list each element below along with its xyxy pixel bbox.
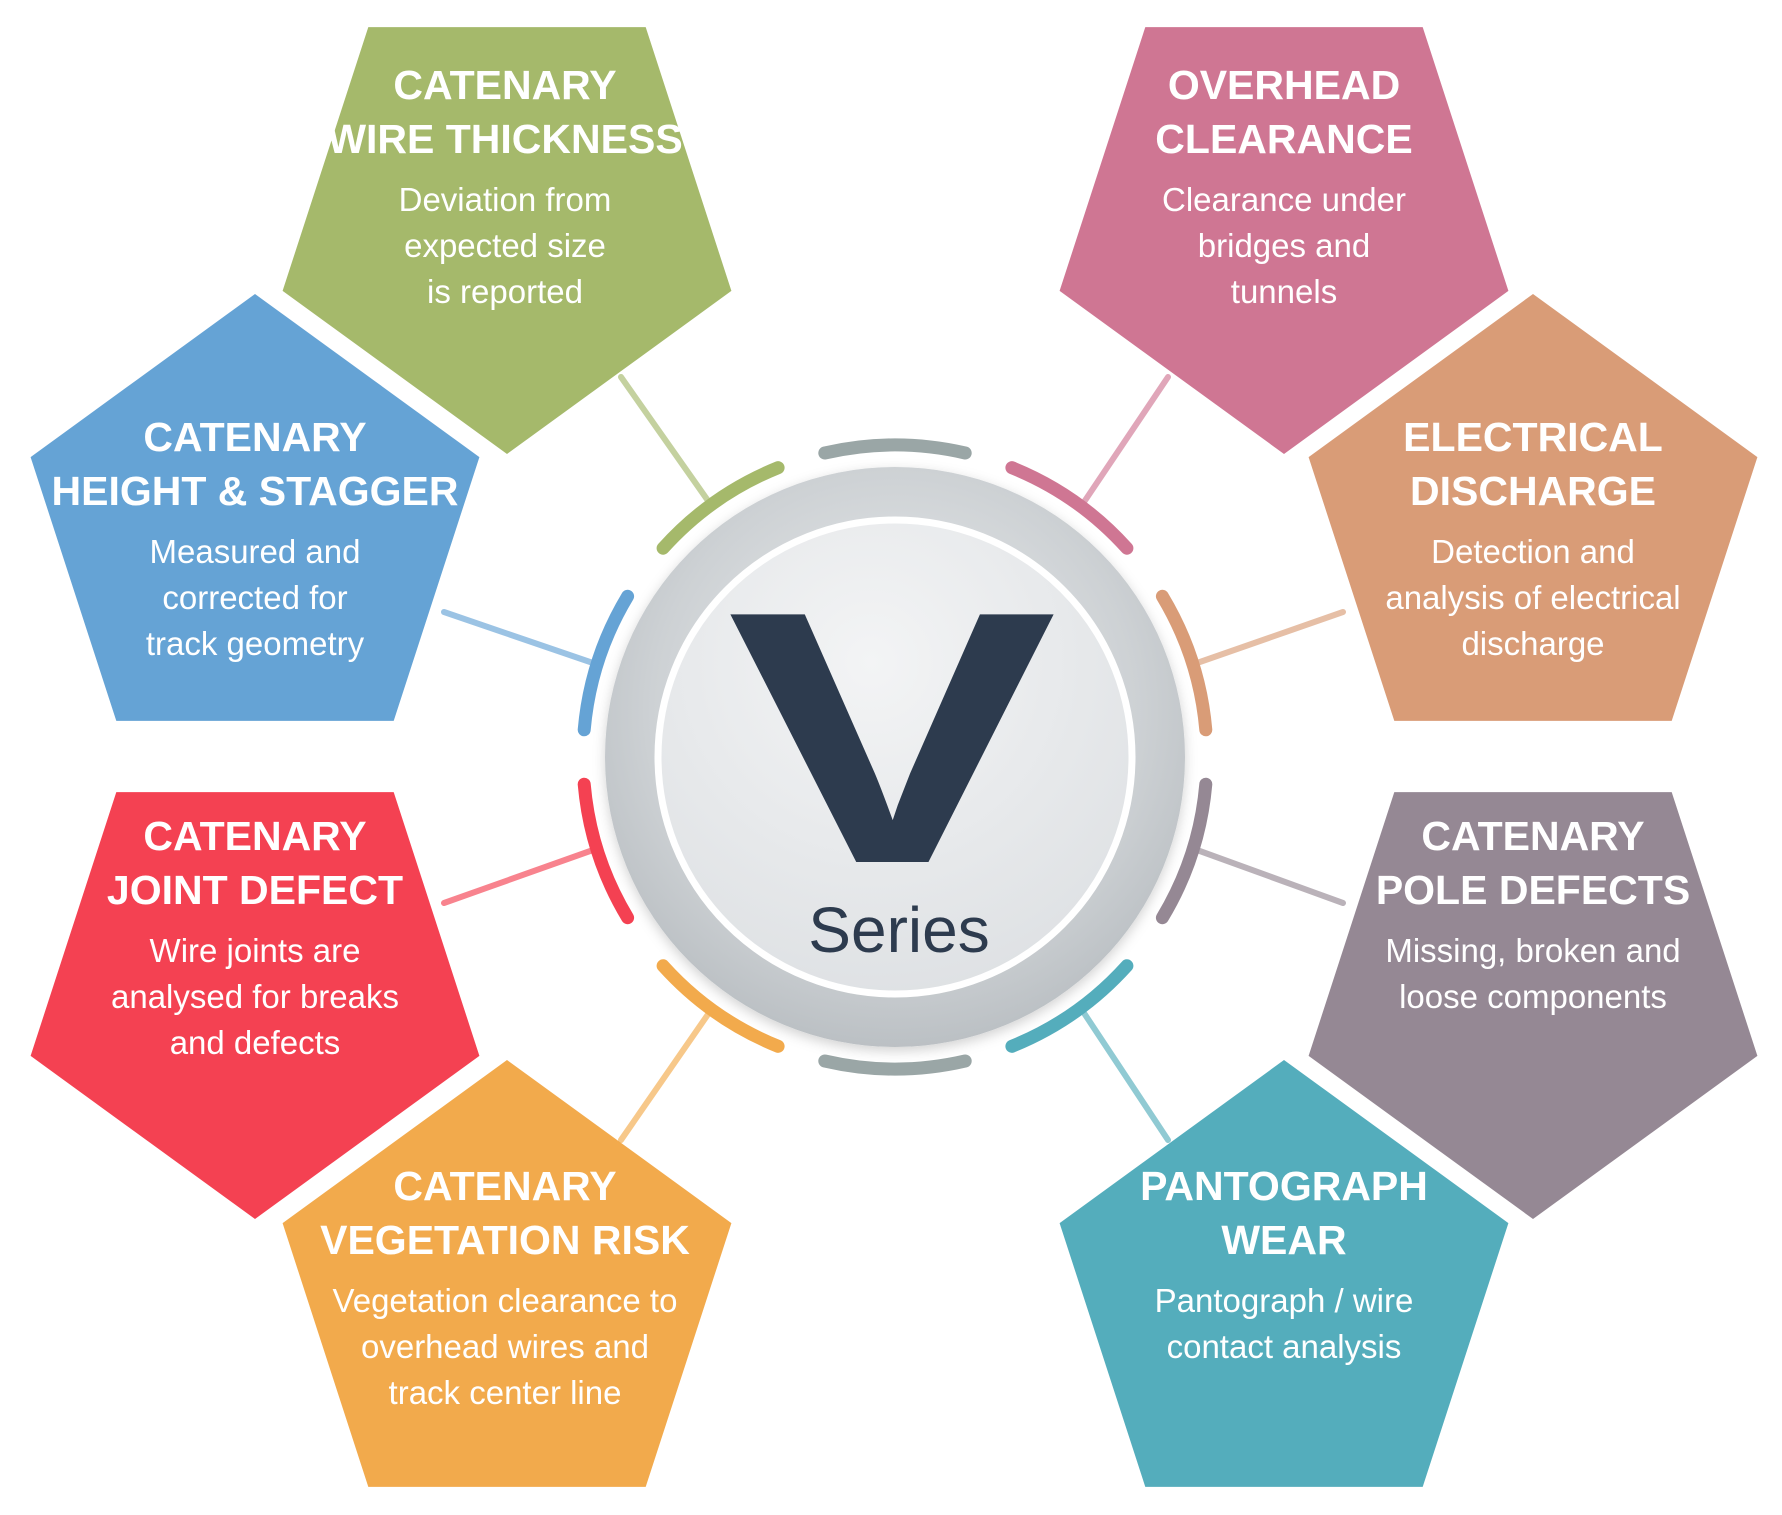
segment-title-height-stagger: CATENARY	[143, 414, 366, 460]
segment-title-electrical-discharge: DISCHARGE	[1410, 468, 1656, 514]
segment-title-wire-thickness: WIRE THICKNESS	[327, 116, 682, 162]
connector-line-pole-defects	[1194, 847, 1346, 906]
segment-desc-vegetation-risk: overhead wires and	[361, 1328, 649, 1365]
segment-desc-joint-defect: analysed for breaks	[111, 978, 399, 1015]
hub-ring-arcs	[577, 438, 1213, 1076]
segment-desc-pantograph-wear: Pantograph / wire	[1155, 1282, 1414, 1319]
segment-desc-wire-thickness: expected size	[404, 227, 606, 264]
ring-arc-electrical-discharge	[1155, 589, 1213, 737]
pentagon-pantograph-wear: PANTOGRAPH WEAR Pantograph / wire contact a…	[1059, 1060, 1509, 1487]
ring-arc-gray-top	[818, 438, 972, 460]
segment-desc-pantograph-wear: contact analysis	[1167, 1328, 1402, 1365]
pentagon-shape-pole-defects	[1308, 792, 1758, 1219]
connector-line-vegetation-risk	[618, 1007, 714, 1143]
segment-desc-electrical-discharge: Detection and	[1431, 533, 1635, 570]
segment-desc-pole-defects: loose components	[1399, 978, 1667, 1015]
pentagon-electrical-discharge: ELECTRICAL DISCHARGE Detection and analysis…	[1308, 294, 1758, 721]
segment-title-electrical-discharge: ELECTRICAL	[1403, 414, 1663, 460]
pentagon-shape-height-stagger	[30, 294, 480, 721]
segment-desc-joint-defect: and defects	[170, 1024, 341, 1061]
segment-desc-wire-thickness: is reported	[427, 273, 583, 310]
segment-title-vegetation-risk: VEGETATION RISK	[320, 1217, 690, 1263]
pentagon-pole-defects: CATENARY POLE DEFECTS Missing, broken and l…	[1308, 792, 1758, 1219]
segment-desc-joint-defect: Wire joints are	[150, 932, 361, 969]
segment-title-height-stagger: HEIGHT & STAGGER	[52, 468, 459, 514]
ring-arc-pantograph-wear	[1005, 959, 1134, 1053]
segment-desc-vegetation-risk: track center line	[389, 1374, 622, 1411]
hub-inner-disc	[654, 516, 1136, 998]
segment-desc-electrical-discharge: analysis of electrical	[1385, 579, 1680, 616]
pentagon-shape-overhead-clearance	[1059, 27, 1509, 454]
pentagon-joint-defect: CATENARY JOINT DEFECT Wire joints are analy…	[30, 792, 480, 1219]
segment-title-pole-defects: CATENARY	[1421, 813, 1644, 859]
ring-arc-joint-defect	[577, 777, 635, 925]
segment-desc-overhead-clearance: bridges and	[1198, 227, 1370, 264]
segment-desc-overhead-clearance: Clearance under	[1162, 181, 1406, 218]
ring-arc-overhead-clearance	[1005, 461, 1134, 555]
connector-line-wire-thickness	[618, 374, 714, 508]
segment-title-overhead-clearance: CLEARANCE	[1155, 116, 1412, 162]
pentagon-vegetation-risk: CATENARY VEGETATION RISK Vegetation cleara…	[282, 1060, 732, 1487]
segment-desc-wire-thickness: Deviation from	[399, 181, 612, 218]
hub-letter: V	[727, 537, 1059, 939]
connector-line-overhead-clearance	[1079, 374, 1171, 508]
segment-desc-overhead-clearance: tunnels	[1231, 273, 1337, 310]
segment-title-joint-defect: CATENARY	[143, 813, 366, 859]
ring-arc-pole-defects	[1155, 777, 1213, 925]
pentagon-shape-wire-thickness	[282, 27, 732, 454]
segment-desc-electrical-discharge: discharge	[1461, 625, 1604, 662]
pentagon-overhead-clearance: OVERHEAD CLEARANCE Clearance under bridges …	[1059, 27, 1509, 454]
connector-line-pantograph-wear	[1079, 1007, 1171, 1143]
pentagon-shape-pantograph-wear	[1059, 1060, 1509, 1487]
segment-title-vegetation-risk: CATENARY	[393, 1163, 616, 1209]
pentagon-shape-joint-defect	[30, 792, 480, 1219]
v-series-hub: V Series	[605, 467, 1185, 1047]
segment-title-pole-defects: POLE DEFECTS	[1376, 867, 1690, 913]
ring-arc-gray-bottom	[818, 1054, 972, 1076]
connector-line-height-stagger	[441, 609, 596, 666]
ring-arc-wire-thickness	[656, 461, 785, 555]
pentagon-wire-thickness: CATENARY WIRE THICKNESS Deviation from expe…	[282, 27, 732, 454]
ring-arc-vegetation-risk	[656, 959, 785, 1053]
segment-desc-height-stagger: corrected for	[162, 579, 347, 616]
ring-arc-height-stagger	[577, 589, 635, 737]
segment-title-joint-defect: JOINT DEFECT	[107, 867, 403, 913]
segment-title-pantograph-wear: PANTOGRAPH	[1140, 1163, 1428, 1209]
connector-lines	[441, 374, 1346, 1143]
segment-desc-height-stagger: Measured and	[150, 533, 361, 570]
connector-line-joint-defect	[441, 847, 596, 906]
segment-title-pantograph-wear: WEAR	[1221, 1217, 1346, 1263]
segment-title-overhead-clearance: OVERHEAD	[1168, 62, 1400, 108]
segment-title-wire-thickness: CATENARY	[393, 62, 616, 108]
pentagon-shape-vegetation-risk	[282, 1060, 732, 1487]
segment-desc-height-stagger: track geometry	[146, 625, 365, 662]
segment-desc-pole-defects: Missing, broken and	[1385, 932, 1680, 969]
feature-pentagons: CATENARY WIRE THICKNESS Deviation from expe…	[30, 27, 1758, 1487]
segment-desc-vegetation-risk: Vegetation clearance to	[333, 1282, 678, 1319]
pentagon-height-stagger: CATENARY HEIGHT & STAGGER Measured and corr…	[30, 294, 480, 721]
connector-line-electrical-discharge	[1194, 609, 1346, 666]
pentagon-shape-electrical-discharge	[1308, 294, 1758, 721]
hub-label: Series	[808, 894, 989, 966]
